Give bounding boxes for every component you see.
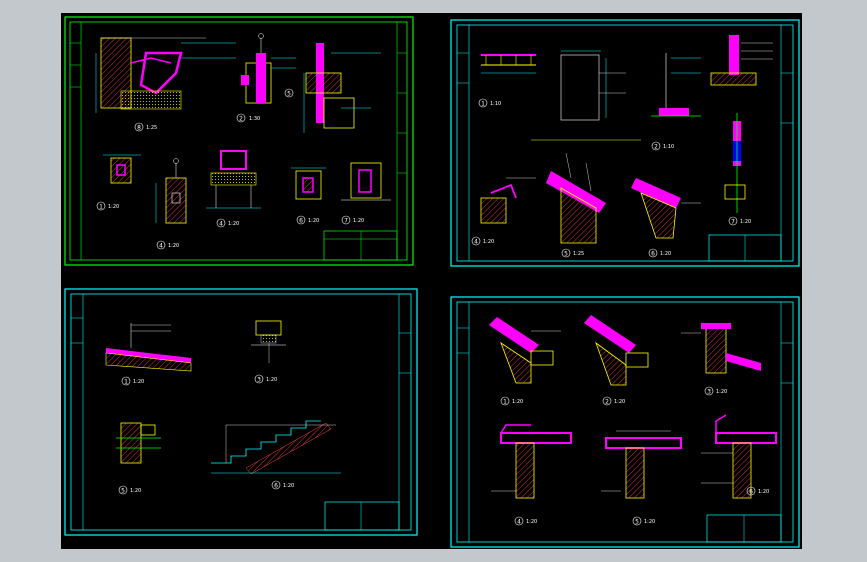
detail-number: 8: [137, 125, 141, 132]
detail-number: 1: [503, 399, 507, 406]
detail-4-beam: 4 1:20: [491, 424, 572, 526]
detail-4-pier: 4 1:20: [155, 158, 187, 250]
detail-scale: 1:20: [168, 243, 179, 249]
detail-number: 7: [731, 219, 735, 226]
detail-8-roof-corner: 8 1:25: [95, 37, 236, 132]
detail-number: 7: [344, 218, 348, 225]
detail-scale: 1:20: [716, 389, 727, 395]
detail-number: 1: [124, 379, 128, 386]
detail-1-eave: 1 1:20: [489, 317, 561, 406]
detail-number: 2: [654, 144, 658, 151]
detail-6-roof-ridge: 6 1:20: [631, 178, 701, 258]
detail-scale: 1:10: [663, 144, 674, 150]
detail-scale: 1:20: [130, 488, 141, 494]
detail-scale: 1:20: [228, 221, 239, 227]
detail-scale: 1:20: [266, 377, 277, 383]
detail-number: 4: [159, 243, 163, 250]
detail-1-railing: 1 1:10: [478, 54, 536, 108]
detail-3-curb: 3 1:20: [251, 320, 286, 384]
detail-4b-plinth: 4 1:20: [206, 150, 261, 228]
detail-1-column: 1 1:20: [96, 154, 141, 211]
detail-number: 2: [605, 399, 609, 406]
detail-number: 3: [707, 389, 711, 396]
detail-2-parapet: 2 1:30: [236, 33, 296, 123]
detail-scale: 1:20: [740, 219, 751, 225]
drawing-sheet-1[interactable]: 8 1:25 2 1:30 5: [64, 16, 414, 266]
detail-1-ramp: 1 1:20: [105, 323, 192, 386]
detail-scale: 1:10: [490, 101, 501, 107]
detail-2-handrail: 2 1:10: [651, 53, 701, 151]
detail-scale: 1:20: [483, 239, 494, 245]
detail-column-top: 7 1:20: [710, 35, 773, 226]
detail-scale: 1:20: [614, 399, 625, 405]
detail-number: 6: [299, 218, 303, 225]
cad-model-viewport[interactable]: 8 1:25 2 1:30 5: [61, 13, 802, 549]
detail-6-beam: 6 1:20: [701, 414, 777, 499]
detail-number: 5: [287, 91, 291, 98]
detail-number: 5: [635, 519, 639, 526]
detail-scale: 1:20: [660, 251, 671, 257]
detail-4-gutter: 4 1:20: [471, 177, 536, 246]
detail-6-stair: 6 1:20: [211, 420, 341, 490]
detail-scale: 1:20: [512, 399, 523, 405]
detail-number: 4: [474, 239, 478, 246]
drawing-sheet-4[interactable]: 1 1:20 2 1:20 3 1:20: [450, 296, 800, 548]
detail-scale: 1:20: [308, 218, 319, 224]
detail-scale: 1:25: [573, 251, 584, 257]
detail-number: 5: [121, 488, 125, 495]
detail-scale: 1:30: [249, 116, 260, 122]
detail-scale: 1:20: [758, 489, 769, 495]
detail-number: 6: [651, 251, 655, 258]
detail-number: 6: [274, 483, 278, 490]
cad-drawing-canvas: 8 1:25 2 1:30 5: [64, 16, 800, 548]
detail-number: 2: [239, 116, 243, 123]
detail-scale: 1:20: [353, 218, 364, 224]
detail-number: 4: [517, 519, 521, 526]
detail-number: 3: [257, 377, 261, 384]
detail-3-wall-cap: 3 1:20: [681, 323, 761, 396]
detail-6-column-base: 6 1:20: [291, 167, 326, 225]
detail-5-eave: 5: [284, 43, 381, 133]
detail-scale: 1:20: [108, 204, 119, 210]
detail-5-beam: 5 1:20: [601, 430, 682, 526]
detail-2-eave: 2 1:20: [584, 315, 649, 406]
detail-scale: 1:20: [644, 519, 655, 525]
detail-scale: 1:20: [283, 483, 294, 489]
detail-5-roof-eave: 5 1:25: [546, 152, 606, 258]
detail-number: 6: [749, 489, 753, 496]
detail-7-niche: 7 1:20: [341, 162, 391, 225]
detail-number: 1: [481, 101, 485, 108]
drawing-sheet-2[interactable]: 1 1:10 2 1:10: [450, 19, 800, 267]
detail-number: 4: [219, 221, 223, 228]
detail-scale: 1:20: [133, 379, 144, 385]
detail-panel: [531, 50, 641, 141]
detail-number: 5: [564, 251, 568, 258]
detail-scale: 1:20: [526, 519, 537, 525]
detail-scale: 1:25: [146, 125, 157, 131]
detail-number: 1: [99, 204, 103, 211]
detail-5-step: 5 1:20: [116, 422, 161, 495]
drawing-sheet-3[interactable]: 1 1:20 3 1:20 5 1:20: [64, 288, 418, 536]
